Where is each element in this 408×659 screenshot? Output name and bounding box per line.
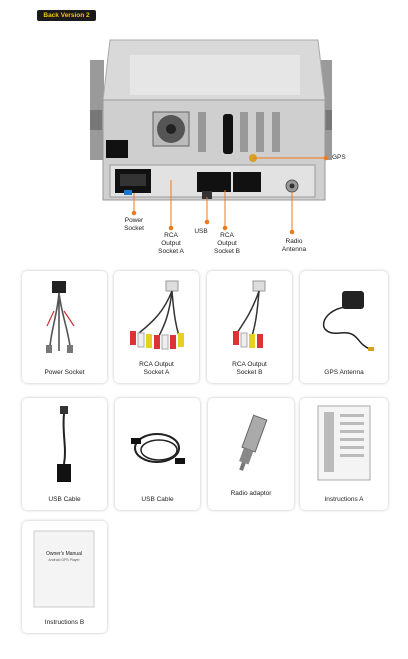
manual-subtitle: Android GPS Player [48, 558, 80, 562]
accessory-card-instructions-a: Instructions A [300, 398, 388, 510]
accessory-card-gps-antenna: GPS Antenna [300, 271, 388, 383]
accessory-card-radio-adaptor: Radio adaptor [208, 398, 294, 510]
caption: Instructions A [324, 496, 364, 503]
accessory-card-instructions-b: Owner's Manual Android GPS Player Instru… [22, 521, 107, 633]
caption: Power Socket [44, 369, 85, 376]
label-gps: GPS [332, 154, 346, 161]
accessory-card-power-socket: Power Socket [22, 271, 107, 383]
caption: RCA Output Socket A [139, 361, 174, 376]
label-rca-a: RCA Output Socket A [158, 232, 184, 255]
usb-cable-coiled-image [131, 433, 185, 464]
caption: RCA Output Socket B [232, 361, 267, 376]
caption: Instructions B [44, 619, 85, 626]
rca-cable-b-image [233, 280, 266, 348]
caption: USB Cable [48, 496, 81, 503]
label-radio-antenna: Radio Antenna [281, 238, 307, 253]
radio-adaptor-image [239, 414, 268, 471]
accessory-card-usb-cable-1: USB Cable [22, 398, 107, 510]
label-usb: USB [194, 228, 208, 235]
manual-title: Owner's Manual [46, 551, 82, 557]
version-badge: Back Version 2 [37, 10, 96, 21]
head-unit-rear-diagram [90, 39, 332, 235]
power-socket-cable-image [46, 281, 75, 353]
label-power-socket: Power Socket [124, 217, 144, 232]
accessory-card-rca-b: RCA Output Socket B [207, 271, 292, 383]
accessory-card-usb-cable-2: USB Cable [115, 398, 200, 510]
rca-cable-a-image [130, 280, 184, 350]
caption: USB Cable [141, 496, 174, 503]
label-rca-b: RCA Output Socket B [213, 232, 240, 255]
accessory-card-rca-a: RCA Output Socket A [114, 271, 199, 383]
instructions-b-image [33, 530, 95, 608]
caption: Radio adaptor [230, 490, 272, 497]
gps-antenna-image [322, 291, 374, 351]
usb-cable-image [57, 406, 71, 482]
instructions-a-image [317, 405, 371, 481]
caption: GPS Antenna [324, 369, 364, 376]
